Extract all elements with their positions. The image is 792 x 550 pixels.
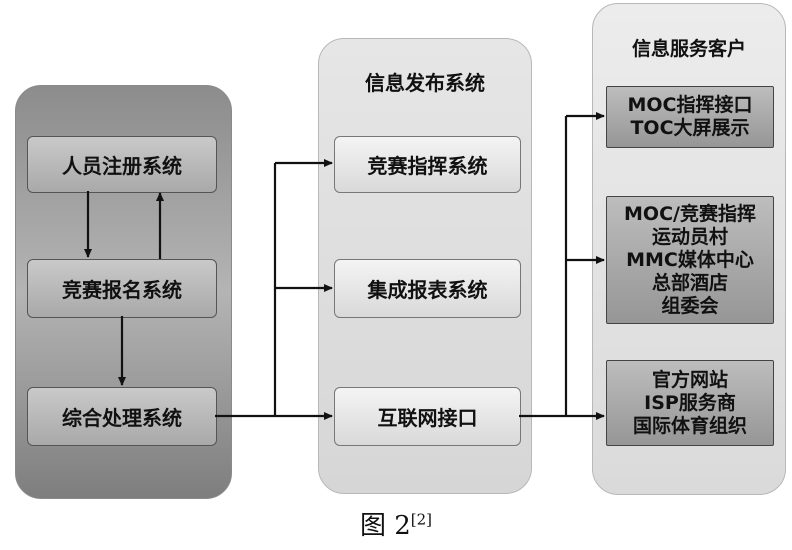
client-line: 组委会 [661, 294, 719, 317]
internet-interface-box: 互联网接口 [334, 387, 521, 446]
processing-system-box: 综合处理系统 [27, 387, 217, 446]
registration-system-box: 人员注册系统 [27, 136, 217, 193]
client-line: MOC指挥接口 [627, 94, 753, 116]
publishing-panel-title: 信息发布系统 [365, 71, 485, 95]
figure-caption: 图 2[2] [0, 505, 792, 542]
client-line: 国际体育组织 [632, 414, 747, 437]
caption-reference: [2] [410, 510, 433, 529]
client-line: MMC媒体中心 [626, 248, 754, 271]
client-line: 运动员村 [651, 225, 728, 248]
clients-panel-title: 信息服务客户 [631, 38, 746, 60]
moc-toc-box: MOC指挥接口 TOC大屏展示 [606, 86, 774, 148]
client-line: ISP服务商 [644, 391, 736, 414]
client-line: 总部酒店 [651, 271, 728, 294]
caption-text: 图 2 [359, 511, 411, 541]
web-clients-box: 官方网站 ISP服务商 国际体育组织 [606, 360, 774, 446]
client-line: TOC大屏展示 [630, 117, 750, 139]
venues-box: MOC/竞赛指挥 运动员村 MMC媒体中心 总部酒店 组委会 [606, 196, 774, 324]
report-system-box: 集成报表系统 [334, 259, 521, 318]
client-line: 官方网站 [651, 368, 728, 391]
client-line: MOC/竞赛指挥 [624, 202, 756, 225]
command-system-box: 竞赛指挥系统 [334, 136, 521, 193]
